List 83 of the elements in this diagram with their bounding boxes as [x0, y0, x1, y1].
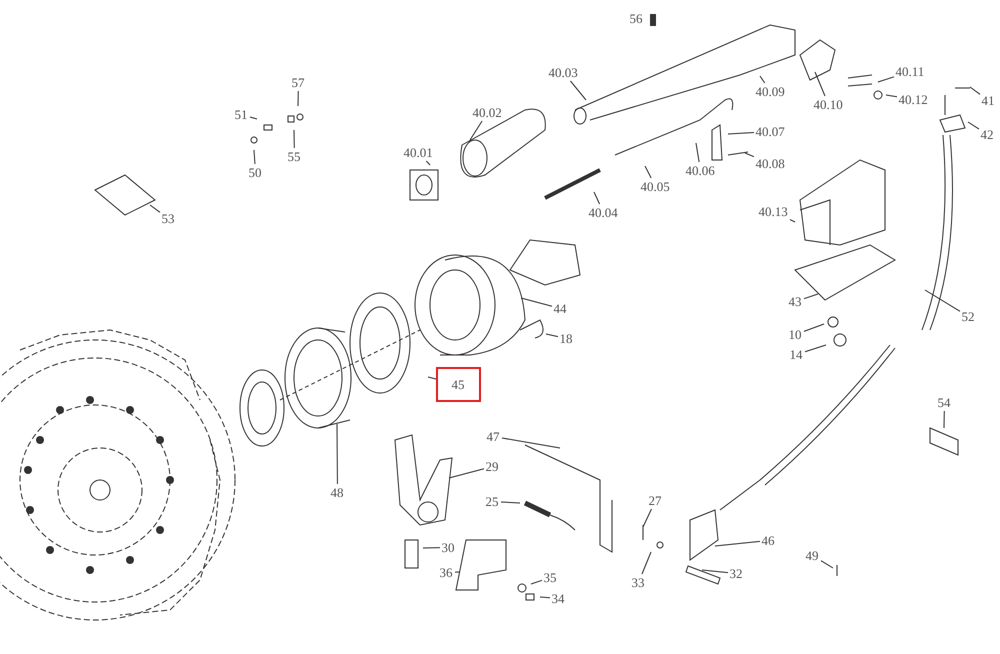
- leader-line: [570, 80, 586, 100]
- callout-number: 40.11: [894, 62, 926, 80]
- leader-line: [540, 596, 550, 598]
- callout-number: 56: [628, 10, 644, 26]
- leader-line: [150, 204, 160, 213]
- leader-line: [530, 580, 542, 584]
- callout-number: 52: [960, 308, 976, 324]
- leader-line: [336, 424, 338, 484]
- leader-line: [760, 76, 766, 84]
- callout-number: 40.05: [638, 178, 672, 194]
- callout-number: 50: [246, 164, 264, 180]
- leader-line: [254, 150, 256, 164]
- callout-number: 43: [786, 292, 804, 310]
- callout-number: 48: [328, 484, 346, 500]
- callout-number: 53: [160, 210, 176, 226]
- callout-number: 35: [542, 568, 558, 586]
- leader-line: [728, 132, 754, 134]
- leader-line: [804, 324, 824, 332]
- callout-number: 49: [804, 546, 820, 564]
- callout-number: 54: [936, 394, 952, 410]
- leader-line: [886, 94, 898, 98]
- leader-line: [878, 76, 894, 82]
- leader-line: [454, 572, 460, 573]
- leader-line: [968, 122, 980, 130]
- callout-number: 40.07: [754, 122, 787, 140]
- leader-line: [520, 298, 552, 307]
- highlighted-callout-number: 45: [436, 366, 480, 402]
- callout-number: 51: [232, 106, 250, 122]
- leader-line: [470, 120, 483, 140]
- callout-number: 42: [978, 126, 996, 142]
- callout-number: 55: [286, 148, 302, 164]
- leader-line: [644, 166, 652, 178]
- leader-line: [702, 570, 728, 574]
- callout-number: 18: [558, 330, 574, 346]
- leader-line: [422, 547, 440, 548]
- callout-number: 57: [290, 74, 306, 90]
- callout-number: 36: [438, 564, 454, 580]
- leader-line: [448, 468, 484, 478]
- callout-number: 40.01: [402, 144, 435, 160]
- callout-number: 40.10: [812, 96, 845, 112]
- callout-number: 34: [550, 590, 566, 606]
- leader-line: [790, 219, 796, 222]
- leader-line: [804, 344, 826, 352]
- callout-number: 29: [484, 458, 500, 474]
- callout-number: 40.12: [896, 90, 930, 108]
- leader-line: [294, 130, 295, 148]
- leader-line: [970, 86, 980, 95]
- callout-number: 32: [728, 564, 744, 582]
- callout-number: 10: [786, 326, 804, 342]
- callout-number: 47: [484, 428, 502, 444]
- leader-line: [298, 90, 299, 106]
- callout-number: 40.03: [546, 64, 580, 80]
- leader-line: [696, 142, 700, 162]
- callout-number: 40.09: [754, 82, 787, 100]
- callout-number: 40.08: [754, 154, 787, 172]
- leader-line: [924, 290, 960, 312]
- leader-line: [820, 560, 834, 568]
- callout-number: 40.06: [684, 162, 717, 178]
- callout-number: 40.02: [470, 104, 504, 120]
- callout-number: 40.13: [756, 202, 790, 220]
- leader-line: [814, 72, 826, 96]
- leader-line: [426, 160, 430, 166]
- callout-number: 40.04: [586, 204, 620, 220]
- leader-line: [500, 501, 520, 504]
- callout-number: 30: [440, 538, 456, 556]
- callout-number: 25: [484, 492, 500, 510]
- callout-number: 33: [630, 574, 646, 590]
- leader-line: [714, 540, 760, 546]
- leader-line: [804, 294, 818, 300]
- callout-number: 14: [788, 346, 804, 362]
- callout-number: 27: [646, 492, 664, 508]
- callout-number: 41: [980, 92, 996, 108]
- leader-line: [546, 334, 558, 338]
- leader-line: [428, 376, 436, 380]
- callout-number: 46: [760, 532, 776, 548]
- leader-line: [642, 508, 652, 528]
- leader-line: [744, 152, 754, 158]
- leader-line: [594, 192, 600, 204]
- leader-line: [502, 437, 560, 448]
- callout-number: 44: [552, 300, 568, 316]
- leader-line: [641, 552, 652, 574]
- leader-line: [944, 410, 945, 428]
- leader-line: [250, 116, 258, 120]
